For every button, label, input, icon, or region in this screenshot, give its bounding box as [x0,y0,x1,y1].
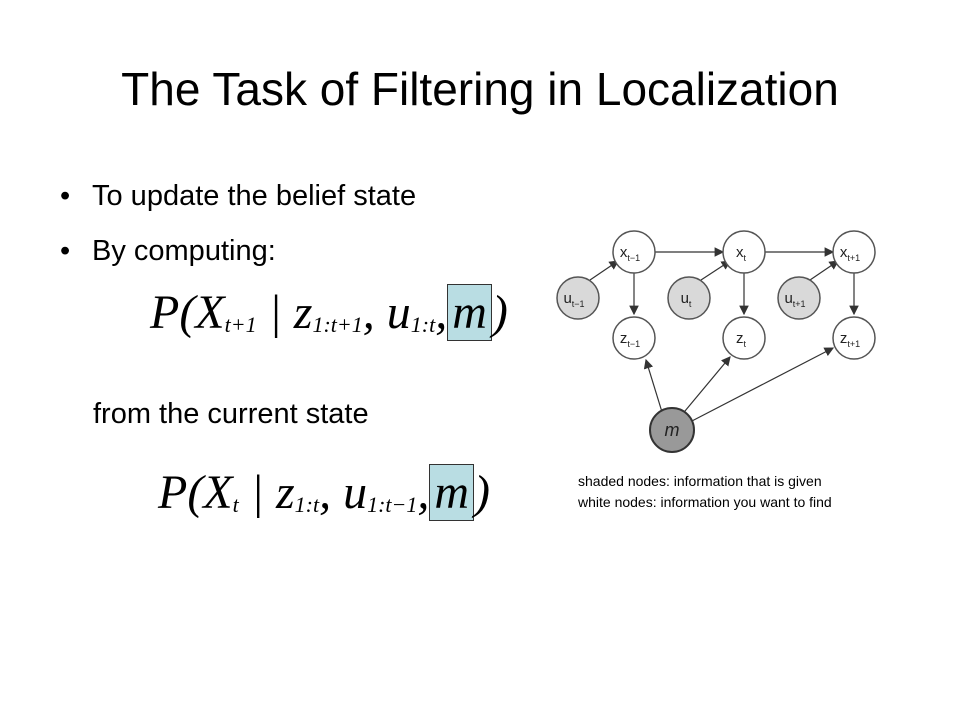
bullet-computing: • By computing: [60,235,276,268]
node-label: xt−1 [620,244,640,263]
formula-close: ) [474,466,491,519]
formula-next-belief: P(Xt+1 | z1:t+1, u1:t,m) [150,284,508,341]
node-label-map: m [665,420,680,440]
slide-title: The Task of Filtering in Localization [121,63,839,115]
node-z-t [722,316,766,360]
node-label: xt [736,244,747,263]
node-label: zt [736,330,747,349]
from-current-state-text: from the current state [93,398,369,430]
formula-sub: 1:t−1 [367,492,418,518]
edge [679,356,731,418]
formula-sub: 1:t [294,492,320,518]
node-x-next [832,230,876,274]
map-highlight-box: m [429,464,475,521]
formula-head: P(X [150,286,225,339]
node-u-prev [556,276,600,320]
caption-shaded-nodes: shaded nodes: information that is given [578,473,822,489]
node-label: ut−1 [563,290,584,309]
node-x-prev [612,230,656,274]
formula-given: | z [256,286,313,339]
node-label: ut [681,290,692,309]
node-label: zt−1 [620,330,640,349]
node-label: zt+1 [840,330,860,349]
formula-sub: t [232,492,239,518]
node-label: xt+1 [840,244,860,263]
bullet-dot: • [60,235,71,267]
diagram-edges [589,247,859,423]
diagram-labels: xt−1 xt xt+1 ut−1 ut ut+1 zt−1 zt zt+1 m [563,244,860,440]
formula-sub: t+1 [224,312,257,338]
node-z-prev [612,316,656,360]
formula-u: , u [319,466,368,519]
formula-comma: , [417,466,430,519]
node-x-t [722,230,766,274]
bullet-text: By computing: [92,235,276,267]
formula-current-belief: P(Xt | z1:t, u1:t−1,m) [158,464,490,521]
map-highlight-box: m [447,284,492,341]
node-map [649,407,695,453]
formula-u: , u [362,286,411,339]
edge [589,260,619,281]
formula-sub: 1:t+1 [312,312,363,338]
edge [809,260,839,281]
node-u-next [777,276,821,320]
formula-close: ) [491,286,508,339]
formula-given: | z [238,466,295,519]
edge [689,347,835,423]
formula-comma: , [435,286,448,339]
bullet-update: • To update the belief state [60,180,416,213]
edge [643,358,663,413]
bayes-network-diagram: xt−1 xt xt+1 ut−1 ut ut+1 zt−1 zt zt+1 m [556,230,876,453]
bullet-dot: • [60,180,71,212]
edge [700,260,732,281]
caption-white-nodes: white nodes: information you want to fin… [578,494,832,510]
node-label: ut+1 [784,290,805,309]
node-u-t [667,276,711,320]
formula-sub: 1:t [410,312,436,338]
formula-head: P(X [158,466,233,519]
bullet-text: To update the belief state [92,180,417,212]
diagram-nodes [556,230,876,453]
node-z-next [832,316,876,360]
